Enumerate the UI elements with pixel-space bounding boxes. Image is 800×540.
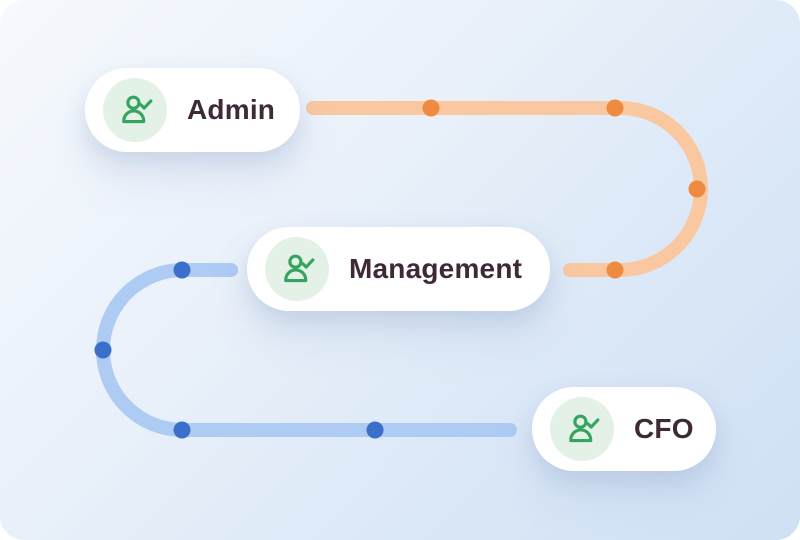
node-cfo[interactable]: CFO bbox=[532, 387, 716, 471]
node-label-cfo: CFO bbox=[634, 413, 694, 444]
user-check-icon bbox=[265, 237, 329, 301]
orange-path-dot-1 bbox=[422, 99, 440, 117]
blue-path-dot-3 bbox=[173, 421, 191, 439]
orange-path-dot-3 bbox=[688, 180, 706, 198]
orange-path-dot-4 bbox=[606, 261, 624, 279]
node-management[interactable]: Management bbox=[247, 227, 550, 311]
orange-path-dot-2 bbox=[606, 99, 624, 117]
user-check-icon bbox=[550, 397, 614, 461]
blue-path-dot-4 bbox=[366, 421, 384, 439]
blue-path-dot-2 bbox=[94, 341, 112, 359]
node-admin[interactable]: Admin bbox=[85, 68, 300, 152]
blue-path-dot-1 bbox=[173, 261, 191, 279]
node-label-management: Management bbox=[349, 253, 523, 284]
user-check-icon bbox=[103, 78, 167, 142]
node-label-admin: Admin bbox=[187, 94, 276, 125]
